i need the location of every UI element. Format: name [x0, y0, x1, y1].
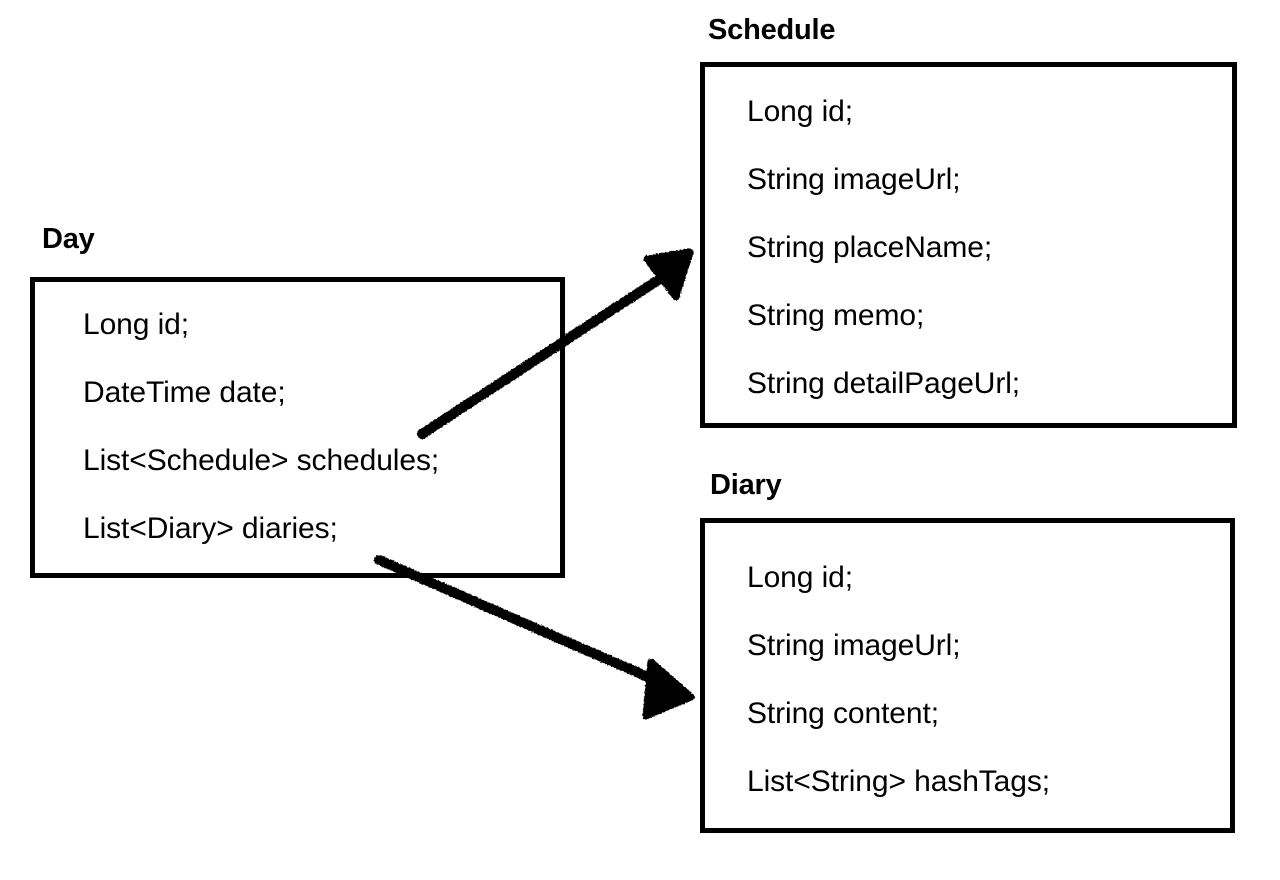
field-diary-1: String imageUrl; — [747, 629, 961, 662]
field-diary-3: List<String> hashTags; — [747, 765, 1050, 798]
entity-day-box: Long id; DateTime date; List<Schedule> s… — [30, 277, 565, 578]
field-schedule-4: String detailPageUrl; — [747, 367, 1021, 400]
arrow-day-to-diary — [374, 555, 695, 720]
entity-diary-title: Diary — [710, 469, 782, 501]
entity-schedule-box: Long id; String imageUrl; String placeNa… — [700, 62, 1237, 428]
field-schedule-2: String placeName; — [747, 231, 993, 264]
field-day-2: List<Schedule> schedules; — [83, 444, 440, 477]
field-day-0: Long id; — [83, 308, 189, 341]
field-diary-2: String content; — [747, 697, 939, 730]
field-diary-0: Long id; — [747, 561, 853, 594]
entity-day-title: Day — [42, 223, 95, 255]
field-schedule-3: String memo; — [747, 299, 925, 332]
entity-schedule-title: Schedule — [708, 14, 836, 46]
field-schedule-0: Long id; — [747, 95, 853, 128]
field-schedule-1: String imageUrl; — [747, 163, 961, 196]
entity-diary-box: Long id; String imageUrl; String content… — [700, 518, 1235, 833]
field-day-1: DateTime date; — [83, 376, 286, 409]
field-day-3: List<Diary> diaries; — [83, 512, 338, 545]
